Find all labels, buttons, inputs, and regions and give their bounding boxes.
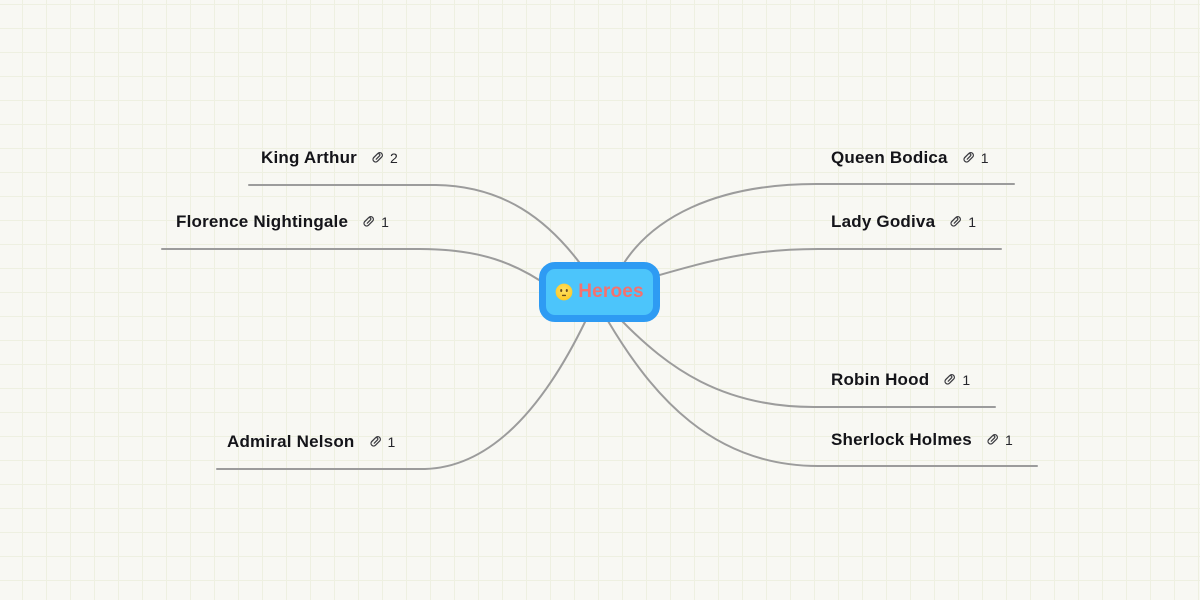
attachment-badge[interactable]: 1	[942, 372, 970, 388]
topic-label: Lady Godiva	[831, 211, 936, 231]
topic-lady-godiva[interactable]: Lady Godiva 1	[831, 211, 976, 232]
paperclip-icon	[363, 216, 375, 227]
connection-sherlock-holmes	[607, 320, 1038, 467]
topic-queen-bodica[interactable]: Queen Bodica 1	[831, 147, 989, 168]
root-node-heroes[interactable]: Heroes	[539, 262, 660, 322]
topic-label: Sherlock Holmes	[831, 429, 972, 449]
paperclip-icon	[372, 152, 383, 163]
attachment-badge[interactable]: 1	[948, 214, 976, 230]
neutral-face-emoji-icon	[555, 283, 573, 301]
connection-king-arthur	[248, 184, 583, 267]
attachment-badge[interactable]: 1	[361, 214, 389, 230]
attachment-badge[interactable]: 2	[370, 150, 398, 166]
attachment-badge[interactable]: 1	[985, 432, 1013, 448]
root-node-label: Heroes	[578, 281, 644, 302]
connection-lady-godiva	[655, 248, 1002, 277]
attachment-count: 1	[1004, 431, 1013, 448]
connection-florence-nightingale	[161, 248, 552, 289]
connection-admiral-nelson	[216, 321, 586, 470]
paperclip-icon	[963, 152, 974, 163]
attachment-count: 1	[381, 213, 389, 230]
attachment-badge[interactable]: 1	[368, 433, 396, 450]
attachment-count: 1	[980, 149, 989, 166]
paperclip-icon	[369, 436, 381, 447]
attachment-count: 1	[968, 213, 977, 230]
topic-label: King Arthur	[261, 147, 357, 167]
topic-label: Robin Hood	[831, 369, 930, 389]
topic-sherlock-holmes[interactable]: Sherlock Holmes 1	[831, 429, 1013, 450]
topic-label: Admiral Nelson	[227, 431, 355, 451]
attachment-count: 1	[962, 371, 971, 388]
attachment-count: 2	[390, 149, 398, 166]
attachment-count: 1	[387, 433, 396, 450]
connection-robin-hood	[621, 320, 996, 408]
topic-label: Florence Nightingale	[176, 211, 349, 231]
paperclip-icon	[987, 434, 998, 445]
topic-admiral-nelson[interactable]: Admiral Nelson 1	[227, 431, 395, 452]
topic-king-arthur[interactable]: King Arthur 2	[261, 147, 398, 168]
connection-queen-bodica	[623, 183, 1015, 264]
topic-florence-nightingale[interactable]: Florence Nightingale 1	[176, 211, 389, 232]
topic-label: Queen Bodica	[831, 147, 948, 167]
paperclip-icon	[944, 374, 956, 385]
topic-robin-hood[interactable]: Robin Hood 1	[831, 369, 970, 390]
paperclip-icon	[950, 216, 962, 227]
attachment-badge[interactable]: 1	[961, 150, 989, 166]
